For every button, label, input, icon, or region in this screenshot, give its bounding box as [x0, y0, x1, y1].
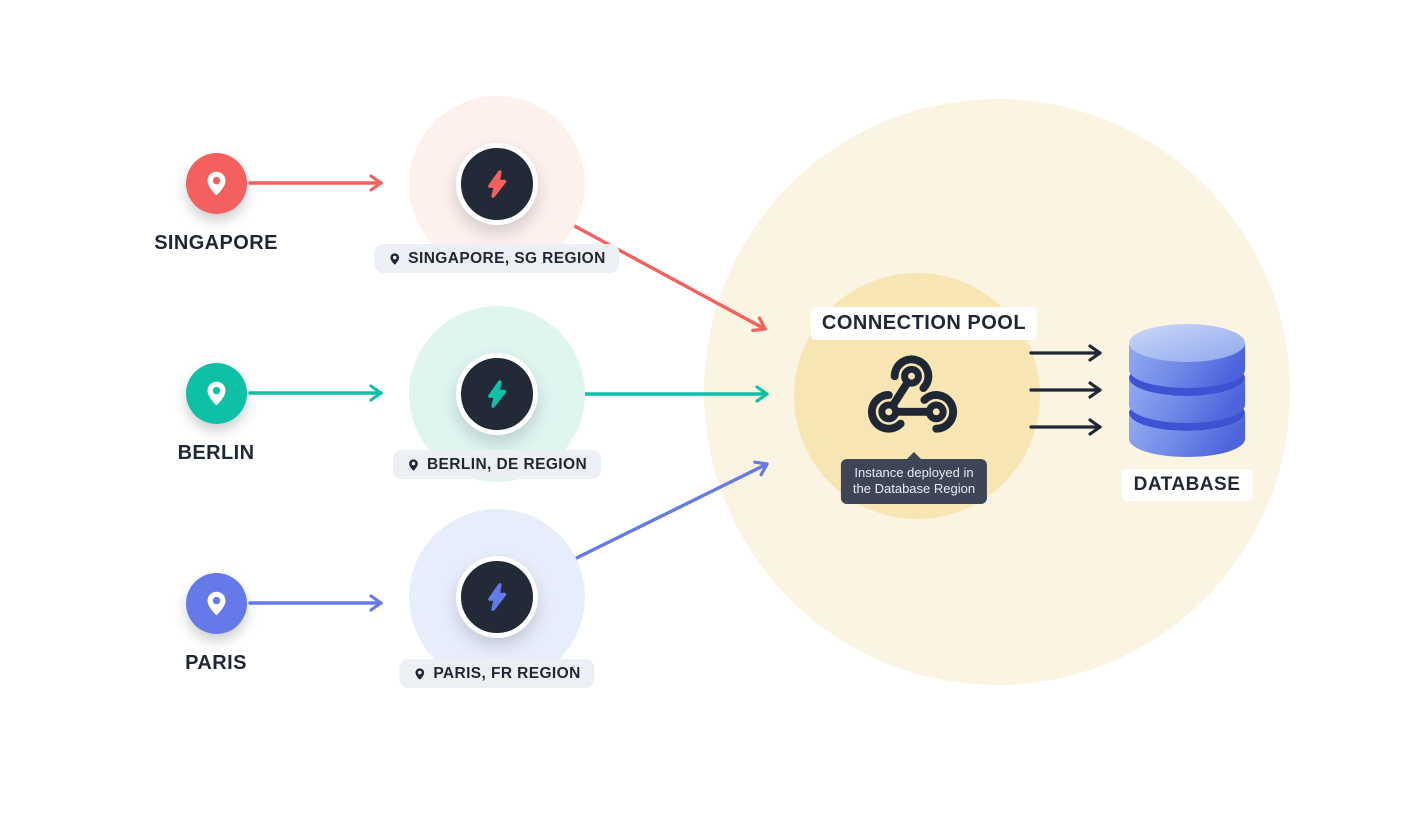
paris-region-node	[456, 556, 538, 638]
database-label: DATABASE	[1121, 469, 1253, 501]
singapore-pin	[186, 153, 247, 214]
singapore-region-node	[456, 143, 538, 225]
lightning-bolt-icon	[488, 583, 507, 611]
location-pin-icon	[207, 381, 226, 406]
lightning-bolt-icon	[488, 170, 507, 198]
paris-region-badge-label: PARIS, FR REGION	[433, 664, 581, 682]
location-pin-icon	[390, 252, 400, 265]
paris-pin	[186, 573, 247, 634]
location-pin-icon	[409, 458, 418, 471]
paris-label: PARIS	[185, 652, 247, 674]
pool-tooltip: Instance deployed in the Database Region	[840, 459, 988, 504]
singapore-region-badge-label: SINGAPORE, SG REGION	[408, 249, 606, 267]
singapore-region-badge: SINGAPORE, SG REGION	[374, 244, 620, 273]
location-pin-icon	[207, 591, 226, 616]
location-pin-icon	[207, 171, 226, 196]
berlin-region-badge-label: BERLIN, DE REGION	[426, 455, 588, 473]
pool-tooltip-line2: the Database Region	[852, 481, 976, 496]
berlin-label: BERLIN	[177, 442, 255, 464]
lightning-bolt-icon	[488, 380, 507, 408]
database-cylinder-icon	[1129, 324, 1245, 457]
berlin-region-node	[456, 353, 538, 435]
berlin-pin	[186, 363, 247, 424]
berlin-region-badge: BERLIN, DE REGION	[392, 450, 602, 479]
webhook-icon	[867, 355, 958, 433]
connection-pool-title: CONNECTION POOL	[810, 307, 1038, 340]
singapore-label: SINGAPORE	[154, 232, 278, 254]
paris-region-badge: PARIS, FR REGION	[399, 659, 595, 688]
pool-tooltip-line1: Instance deployed in	[854, 465, 974, 480]
location-pin-icon	[415, 667, 425, 680]
